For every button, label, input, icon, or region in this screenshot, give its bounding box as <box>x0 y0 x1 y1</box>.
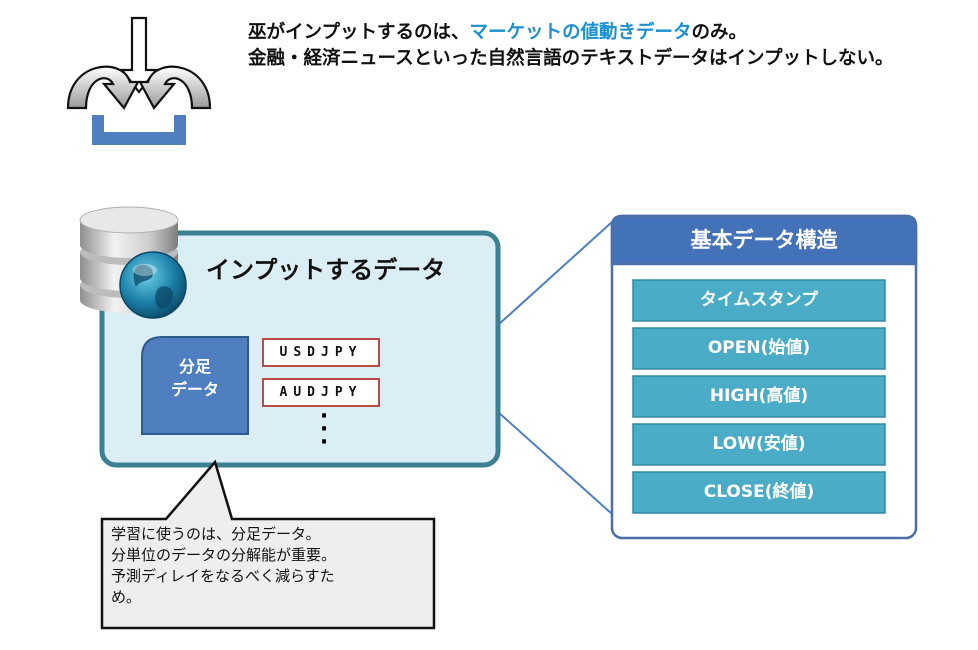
database-globe-icon <box>79 206 187 319</box>
more-pairs-ellipsis: ··· <box>319 404 329 455</box>
minute-data-tab <box>141 336 249 435</box>
field-open: OPEN(始値) <box>707 338 811 358</box>
structure-header <box>610 214 918 266</box>
callout-line-1: 学習に使うのは、分足データ。 <box>111 525 321 543</box>
connector-bottom <box>497 411 613 515</box>
header-line-1-suffix: のみ。 <box>691 22 747 43</box>
header-line-2: 金融・経済ニュースといった自然言語のテキストデータはインプットしない。 <box>248 48 894 69</box>
header-line-1-highlight: マーケットの値動きデータ <box>469 22 692 43</box>
callout-line-4: め。 <box>111 588 142 606</box>
callout-line-3: 予測ディレイをなるべく減らすた <box>111 567 335 585</box>
currency-pair-audjpy: AUDJPY <box>262 378 380 407</box>
field-close: CLOSE(終値) <box>703 482 815 502</box>
structure-field-boxes <box>632 279 886 514</box>
header-line-1: 巫がインプットするのは、マーケットの値動きデータのみ。 <box>248 20 948 46</box>
currency-pair-usdjpy: USDJPY <box>262 338 380 367</box>
header-text: 巫がインプットするのは、マーケットの値動きデータのみ。 金融・経済ニュースといっ… <box>248 20 948 72</box>
field-low: LOW(安値) <box>712 434 806 454</box>
structure-title: 基本データ構造 <box>690 228 838 252</box>
input-arrows-icon <box>66 16 212 145</box>
header-line-1-prefix: 巫がインプットするのは、 <box>248 22 470 43</box>
field-timestamp: タイムスタンプ <box>699 290 819 310</box>
field-high: HIGH(高値) <box>709 386 809 406</box>
connector-top <box>497 221 613 326</box>
callout-line-2: 分単位のデータの分解能が重要。 <box>111 546 337 564</box>
minute-data-label-line-2: データ <box>170 380 219 399</box>
callout-bubble <box>100 459 436 630</box>
input-panel-title: インプットするデータ <box>206 256 446 284</box>
minute-data-label-line-1: 分足 <box>178 357 211 376</box>
callout-text: 学習に使うのは、分足データ。 分単位のデータの分解能が重要。 予測ディレイをなる… <box>111 524 429 608</box>
minute-data-label: 分足 データ <box>140 355 250 401</box>
